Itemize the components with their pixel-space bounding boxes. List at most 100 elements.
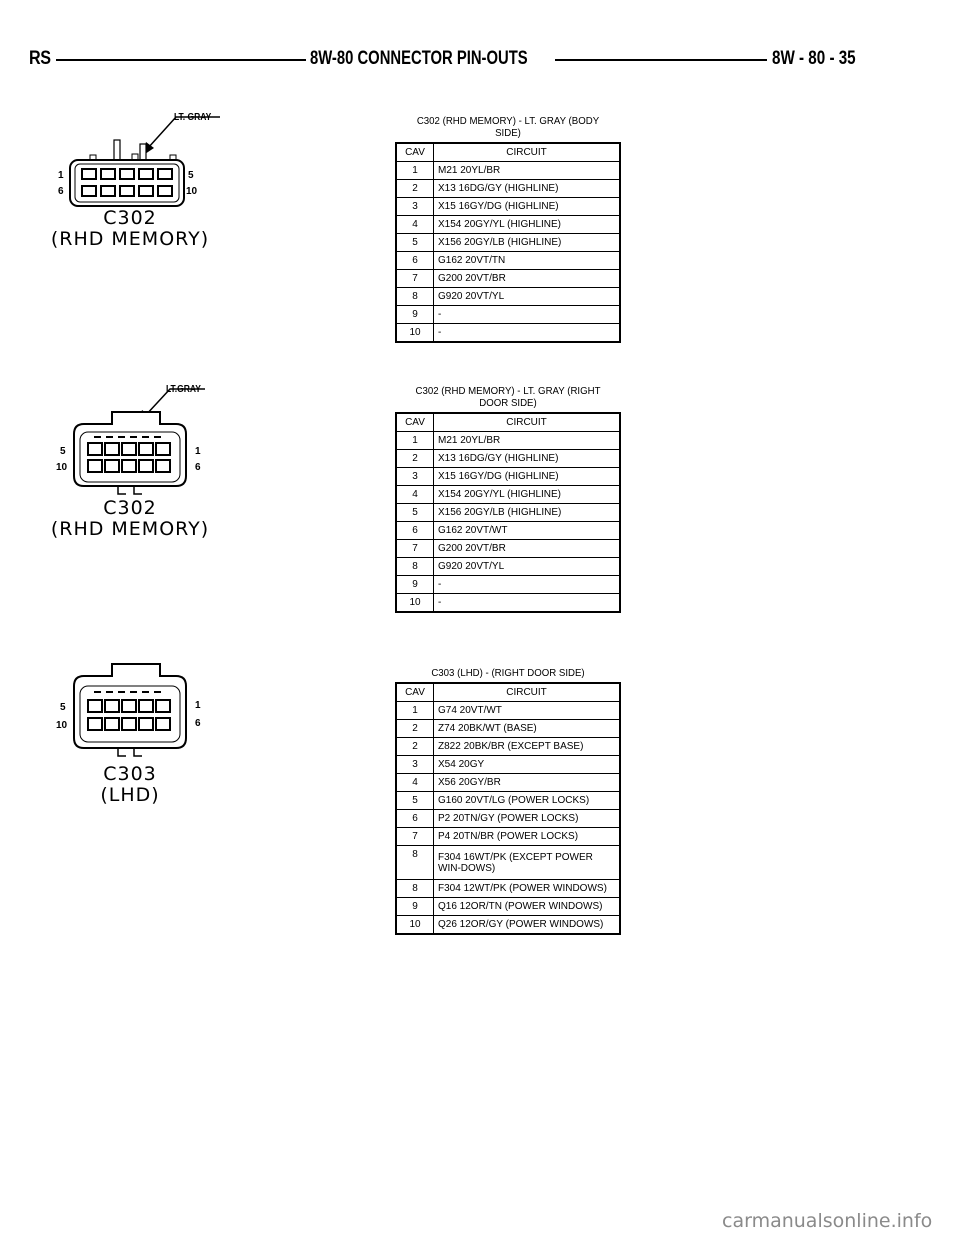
connector-c302-door-side-diagram: LT.GRAY 5 10 1 6 C302 (RHD MEMORY) bbox=[50, 380, 240, 540]
circuit-cell: G160 20VT/LG (POWER LOCKS) bbox=[433, 791, 621, 810]
circuit-cell: M21 20YL/BR bbox=[433, 431, 621, 450]
circuit-cell: X154 20GY/YL (HIGHLINE) bbox=[433, 215, 621, 234]
table-title: C303 (LHD) - (RIGHT DOOR SIDE) bbox=[431, 667, 585, 679]
circuit-cell: F304 16WT/PK (EXCEPT POWER WIN-DOWS) bbox=[433, 845, 621, 880]
pin-label: 1 bbox=[195, 700, 201, 711]
header-circuit: CIRCUIT bbox=[433, 412, 621, 432]
table-title: C302 (RHD MEMORY) - LT. GRAY (RIGHT DOOR… bbox=[415, 385, 601, 409]
pinout-table-c302-body-side: C302 (RHD MEMORY) - LT. GRAY (BODY SIDE)… bbox=[395, 115, 621, 343]
circuit-cell: X156 20GY/LB (HIGHLINE) bbox=[433, 503, 621, 522]
connector-c303-diagram: 5 10 1 6 C303 (LHD) bbox=[50, 658, 240, 808]
cav-cell: 4 bbox=[395, 485, 434, 504]
cav-cell: 3 bbox=[395, 197, 434, 216]
circuit-cell: - bbox=[433, 575, 621, 594]
table-row: 10- bbox=[395, 323, 621, 343]
cav-cell: 1 bbox=[395, 161, 434, 180]
header-section-code: RS bbox=[29, 48, 51, 69]
circuit-cell: X15 16GY/DG (HIGHLINE) bbox=[433, 467, 621, 486]
cav-cell: 2 bbox=[395, 737, 434, 756]
circuit-cell: - bbox=[433, 305, 621, 324]
circuit-cell: X154 20GY/YL (HIGHLINE) bbox=[433, 485, 621, 504]
circuit-cell: X13 16DG/GY (HIGHLINE) bbox=[433, 179, 621, 198]
circuit-cell: G200 20VT/BR bbox=[433, 269, 621, 288]
pin-label: 10 bbox=[56, 462, 68, 473]
pinout-table-c302-door-side: C302 (RHD MEMORY) - LT. GRAY (RIGHT DOOR… bbox=[395, 385, 621, 613]
circuit-cell: G200 20VT/BR bbox=[433, 539, 621, 558]
pin-label: 1 bbox=[58, 170, 64, 181]
pin-label: 1 bbox=[195, 446, 201, 457]
page-header: RS 8W-80 CONNECTOR PIN-OUTS 8W - 80 - 35 bbox=[0, 44, 960, 74]
circuit-cell: Z822 20BK/BR (EXCEPT BASE) bbox=[433, 737, 621, 756]
header-rule-left bbox=[56, 59, 306, 61]
connector-id: C303 bbox=[103, 763, 157, 785]
cav-cell: 4 bbox=[395, 773, 434, 792]
header-cav: CAV bbox=[395, 682, 434, 702]
circuit-cell: G162 20VT/WT bbox=[433, 521, 621, 540]
pin-label: 5 bbox=[60, 446, 66, 457]
connector-c302-body-side-diagram: LT. GRAY 1 6 5 10 C302 (RHD MEMORY) bbox=[50, 108, 240, 258]
connector-face-icon bbox=[73, 663, 187, 757]
header-circuit: CIRCUIT bbox=[433, 142, 621, 162]
circuit-cell: X156 20GY/LB (HIGHLINE) bbox=[433, 233, 621, 252]
circuit-cell: G74 20VT/WT bbox=[433, 701, 621, 720]
cav-cell: 1 bbox=[395, 431, 434, 450]
pin-label: 10 bbox=[56, 720, 68, 731]
cav-cell: 8 bbox=[395, 557, 434, 576]
cav-cell: 9 bbox=[395, 897, 434, 916]
connector-subtitle: (LHD) bbox=[100, 784, 160, 806]
circuit-cell: G920 20VT/YL bbox=[433, 557, 621, 576]
circuit-cell: X56 20GY/BR bbox=[433, 773, 621, 792]
connector-subtitle: (RHD MEMORY) bbox=[50, 228, 210, 250]
cav-cell: 2 bbox=[395, 449, 434, 468]
circuit-cell: - bbox=[433, 593, 621, 613]
circuit-cell: X15 16GY/DG (HIGHLINE) bbox=[433, 197, 621, 216]
header-circuit: CIRCUIT bbox=[433, 682, 621, 702]
connector-id: C302 bbox=[103, 207, 157, 229]
table-row: 9- bbox=[395, 305, 621, 324]
color-callout: LT.GRAY bbox=[166, 384, 201, 395]
connector-label: C302 (RHD MEMORY) bbox=[50, 498, 210, 540]
cav-cell: 6 bbox=[395, 521, 434, 540]
circuit-cell: F304 12WT/PK (POWER WINDOWS) bbox=[433, 879, 621, 898]
watermark: carmanualsonline.info bbox=[722, 1210, 933, 1232]
connector-face-icon bbox=[73, 388, 205, 495]
cav-cell: 8 bbox=[395, 879, 434, 898]
circuit-cell: - bbox=[433, 323, 621, 343]
table-row: 10- bbox=[395, 593, 621, 613]
header-cav: CAV bbox=[395, 142, 434, 162]
header-cav: CAV bbox=[395, 412, 434, 432]
pin-label: 5 bbox=[188, 170, 194, 181]
cav-cell: 4 bbox=[395, 215, 434, 234]
table-title: C302 (RHD MEMORY) - LT. GRAY (BODY SIDE) bbox=[416, 115, 600, 139]
circuit-cell: Q16 12OR/TN (POWER WINDOWS) bbox=[433, 897, 621, 916]
circuit-cell: G162 20VT/TN bbox=[433, 251, 621, 270]
cav-cell: 6 bbox=[395, 809, 434, 828]
cav-cell: 5 bbox=[395, 233, 434, 252]
cav-cell: 2 bbox=[395, 719, 434, 738]
circuit-cell: Z74 20BK/WT (BASE) bbox=[433, 719, 621, 738]
header-rule-right bbox=[555, 59, 767, 61]
cav-cell: 1 bbox=[395, 701, 434, 720]
cav-cell: 10 bbox=[395, 323, 434, 343]
